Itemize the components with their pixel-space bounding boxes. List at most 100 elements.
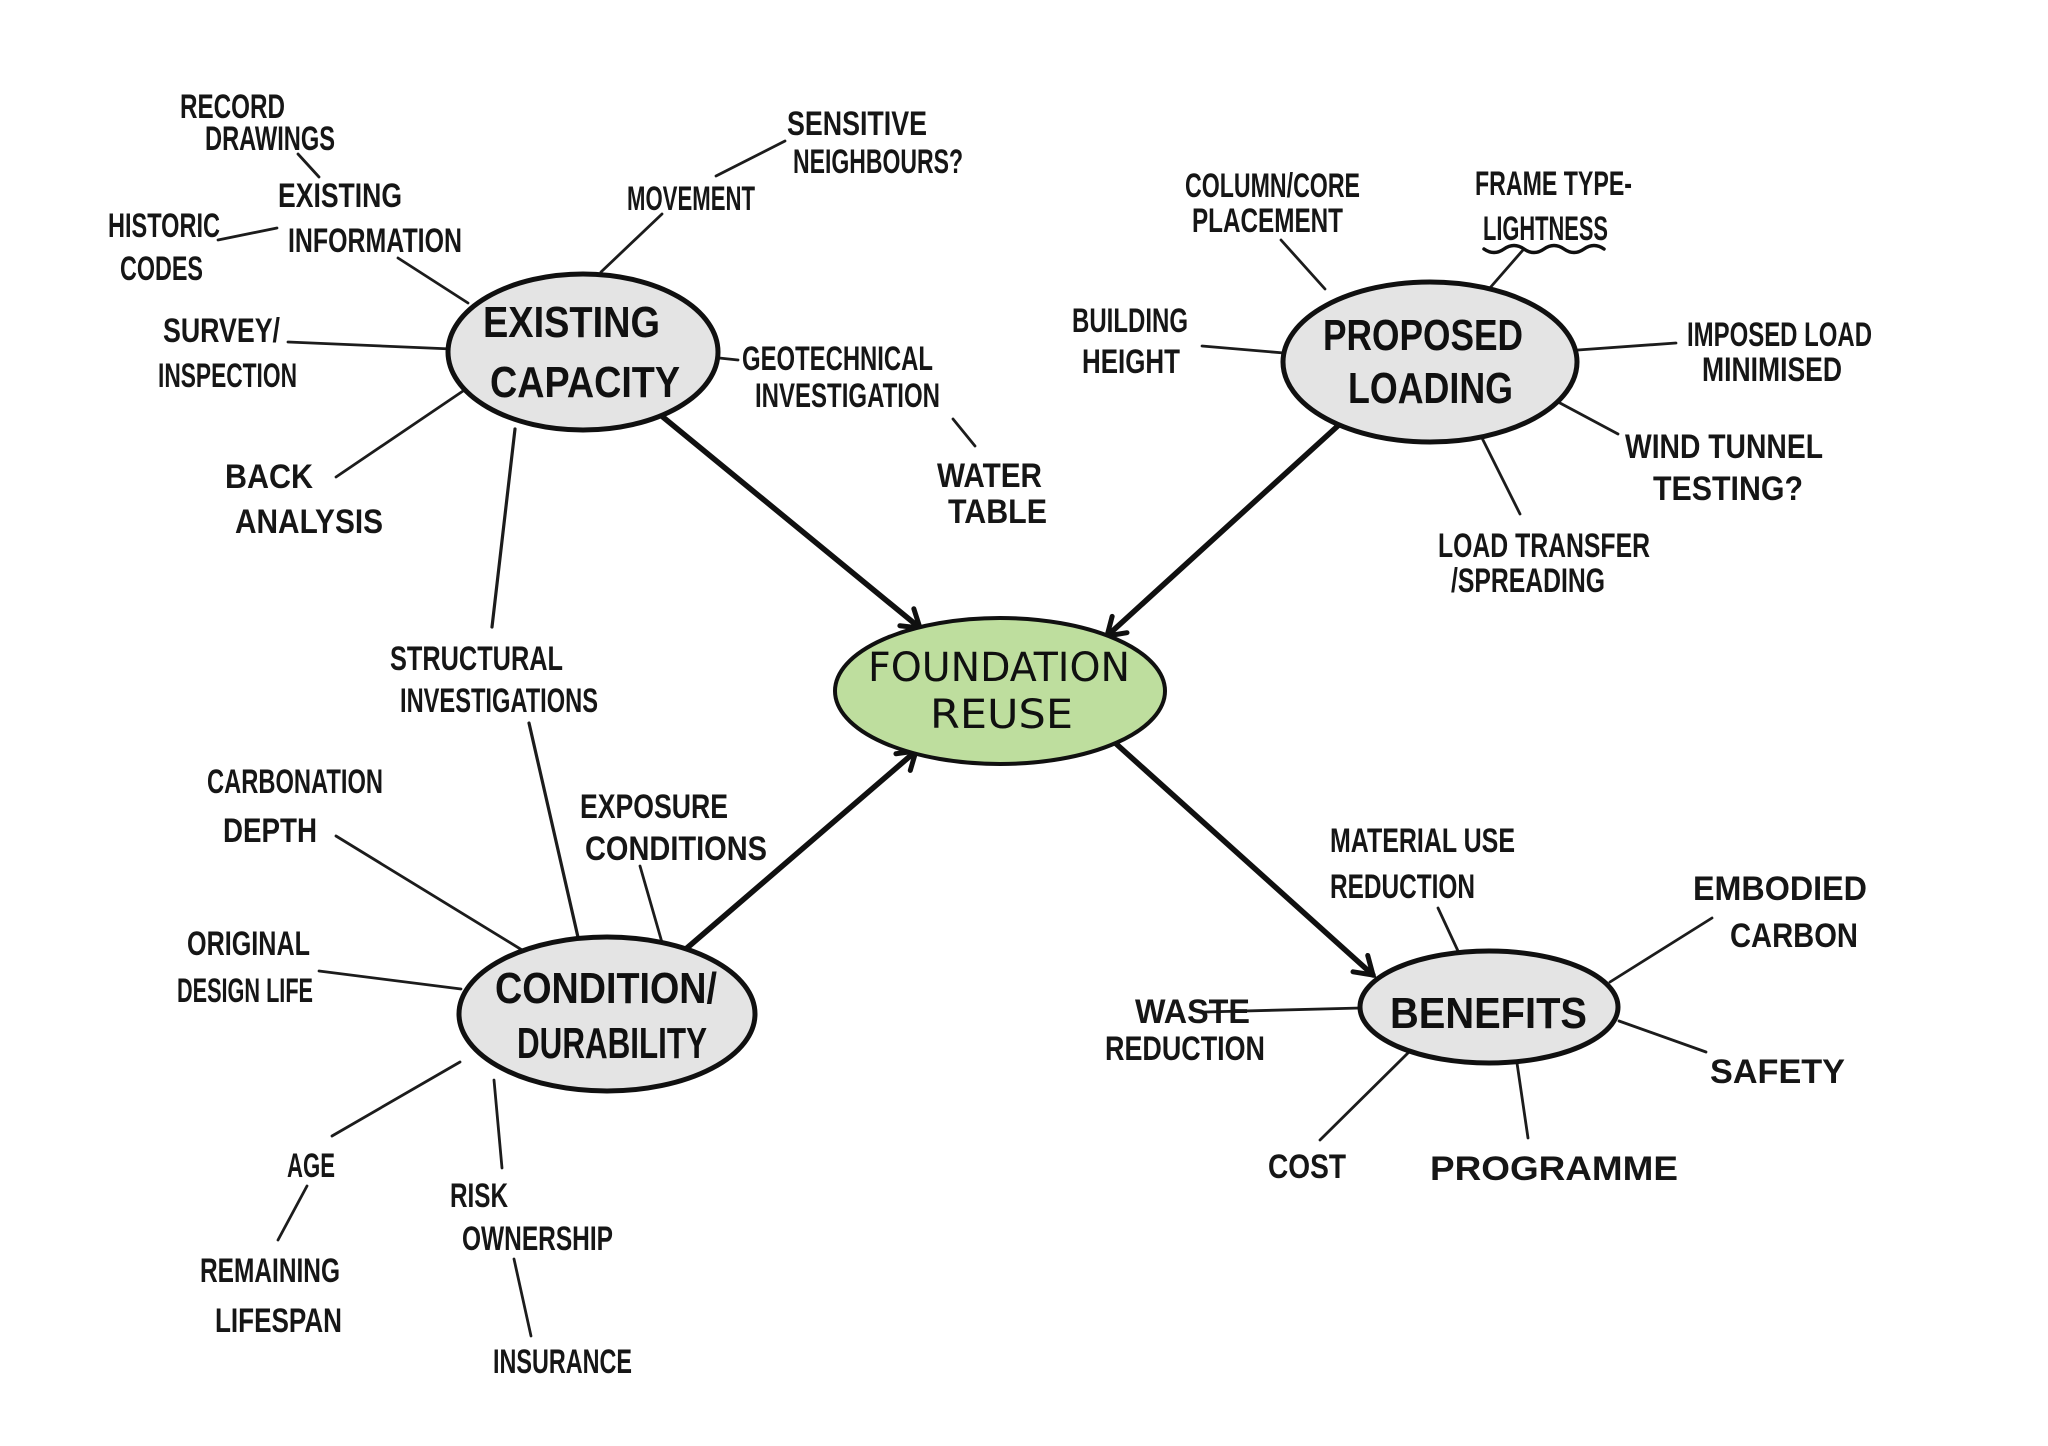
foundation-reuse-ellipse [833, 616, 1167, 766]
back-analysis-text: ANALYSIS [235, 503, 383, 541]
risk-ownership-text: RISK [450, 1177, 508, 1215]
label-original-design-life: ORIGINAL DESIGN LIFE [177, 925, 313, 1010]
frame-type-lightness-text: FRAME TYPE- [1475, 165, 1632, 203]
proposed-loading-label: LOADING [1348, 364, 1513, 413]
label-movement: MOVEMENT [627, 180, 755, 218]
cost-text: COST [1268, 1148, 1346, 1186]
edge-hub-to-frame-type [1487, 248, 1525, 291]
hub-proposed-loading: PROPOSED LOADING [1280, 279, 1580, 445]
label-age: AGE [287, 1147, 335, 1185]
carbonation-depth-text: CARBONATION [207, 763, 383, 801]
record-drawings-text: RECORD [180, 88, 285, 126]
original-design-life-text: ORIGINAL [187, 925, 310, 963]
embodied-carbon-text: CARBON [1730, 917, 1858, 955]
edge-hub-to-age [330, 1060, 462, 1138]
edge-building-height-to-hub [1200, 344, 1286, 355]
survey-inspection-text: INSPECTION [158, 357, 297, 395]
building-height-text: HEIGHT [1082, 343, 1180, 381]
water-table-text: WATER [937, 457, 1042, 495]
remaining-lifespan-text: REMAINING [200, 1252, 340, 1290]
embodied-carbon-text: EMBODIED [1693, 870, 1867, 908]
material-use-reduction-text: MATERIAL USE [1330, 822, 1515, 860]
edge-age-to-remaining-lifespan [276, 1184, 309, 1242]
edge-material-use-to-hub [1436, 906, 1460, 953]
condition-durability-ellipse [456, 934, 758, 1094]
label-existing-information: EXISTING INFORMATION [278, 177, 462, 260]
edge-hub-to-embodied-carbon [1608, 916, 1714, 984]
structural-investigations-text: STRUCTURAL [390, 640, 563, 678]
label-water-table: WATER TABLE [937, 457, 1047, 531]
foundation-reuse-label: FOUNDATION [868, 645, 1130, 691]
foundation-reuse-label: REUSE [930, 692, 1073, 738]
lightness-wavy-underline [1482, 243, 1606, 255]
arrows [655, 410, 1373, 975]
proposed-loading-ellipse [1280, 279, 1580, 445]
condition-durability-label: DURABILITY [517, 1019, 707, 1068]
label-frame-type-lightness: FRAME TYPE- LIGHTNESS [1475, 165, 1632, 255]
arrow-foundation-reuse-to-benefits [1110, 738, 1373, 975]
historic-codes-text: HISTORIC [108, 207, 220, 245]
edge-hub-to-risk-ownership [492, 1078, 504, 1170]
label-exposure-conditions: EXPOSURE CONDITIONS [580, 788, 767, 868]
waste-reduction-text: REDUCTION [1105, 1030, 1265, 1068]
label-sensitive-neighbours: SENSITIVE NEIGHBOURS? [787, 105, 963, 181]
survey-inspection-text: SURVEY/ [163, 312, 280, 350]
edge-hub-to-safety [1617, 1019, 1708, 1054]
label-material-use-reduction: MATERIAL USE REDUCTION [1330, 822, 1515, 906]
edge-waste-reduction-to-hub [1203, 1006, 1363, 1014]
proposed-loading-label: PROPOSED [1323, 311, 1523, 360]
edge-ownership-to-insurance [512, 1257, 533, 1338]
hub-condition-durability: CONDITION/ DURABILITY [456, 934, 758, 1094]
edge-historic-codes-to-existing-information [216, 226, 279, 242]
load-transfer-spreading-text: /SPREADING [1451, 562, 1605, 600]
existing-capacity-ellipse [445, 271, 721, 433]
label-geotechnical-investigation: GEOTECHNICAL INVESTIGATION [742, 340, 940, 415]
label-waste-reduction: WASTE REDUCTION [1105, 993, 1265, 1068]
edge-exposure-to-hub [638, 864, 665, 948]
building-height-text: BUILDING [1072, 302, 1188, 340]
label-survey-inspection: SURVEY/ INSPECTION [158, 312, 297, 395]
sensitive-neighbours-text: SENSITIVE [787, 105, 927, 143]
hub-benefits: BENEFITS [1357, 948, 1621, 1066]
label-column-core-placement: COLUMN/CORE PLACEMENT [1185, 167, 1360, 240]
label-programme: PROGRAMME [1430, 1150, 1678, 1188]
arrow-condition-durability-to-foundation-reuse [684, 751, 916, 951]
column-core-placement-text: PLACEMENT [1192, 202, 1343, 240]
label-load-transfer-spreading: LOAD TRANSFER /SPREADING [1438, 527, 1650, 600]
existing-information-text: INFORMATION [288, 222, 462, 260]
benefits-ellipse [1357, 948, 1621, 1066]
edge-back-analysis-to-hub [334, 389, 465, 479]
remaining-lifespan-text: LIFESPAN [215, 1302, 342, 1340]
exposure-conditions-text: EXPOSURE [580, 788, 728, 826]
record-drawings-text: DRAWINGS [205, 120, 335, 158]
water-table-text: TABLE [948, 493, 1047, 531]
center-foundation-reuse: FOUNDATION REUSE [833, 616, 1167, 766]
programme-text: PROGRAMME [1430, 1150, 1678, 1188]
imposed-load-minimised-text: IMPOSED LOAD [1687, 316, 1872, 354]
edge-survey-inspection-to-hub [286, 340, 454, 351]
movement-text: MOVEMENT [627, 180, 755, 218]
edge-hub-to-imposed-load [1576, 341, 1678, 352]
label-remaining-lifespan: REMAINING LIFESPAN [200, 1252, 342, 1340]
label-imposed-load-minimised: IMPOSED LOAD MINIMISED [1687, 316, 1872, 389]
insurance-text: INSURANCE [493, 1343, 632, 1381]
edge-movement-to-sensitive-neighbours [714, 139, 787, 178]
edge-record-drawings-to-existing-information [296, 152, 321, 179]
edge-hub-to-cost [1318, 1049, 1412, 1142]
carbonation-depth-text: DEPTH [223, 812, 317, 850]
edge-hub-to-movement [599, 212, 664, 274]
edge-original-design-life-to-hub [317, 969, 463, 991]
risk-ownership-text: OWNERSHIP [462, 1220, 613, 1258]
existing-information-text: EXISTING [278, 177, 402, 215]
imposed-load-minimised-text: MINIMISED [1702, 351, 1842, 389]
label-wind-tunnel-testing: WIND TUNNEL TESTING? [1625, 428, 1823, 508]
original-design-life-text: DESIGN LIFE [177, 972, 313, 1010]
edge-hub-to-structural-investigations [490, 427, 517, 629]
waste-reduction-text: WASTE [1135, 993, 1250, 1031]
geotechnical-investigation-text: INVESTIGATION [755, 377, 940, 415]
edge-structural-investigations-to-condition [527, 721, 582, 948]
material-use-reduction-text: REDUCTION [1330, 868, 1475, 906]
benefits-label: BENEFITS [1390, 989, 1587, 1038]
frame-type-lightness-text: LIGHTNESS [1483, 210, 1608, 248]
